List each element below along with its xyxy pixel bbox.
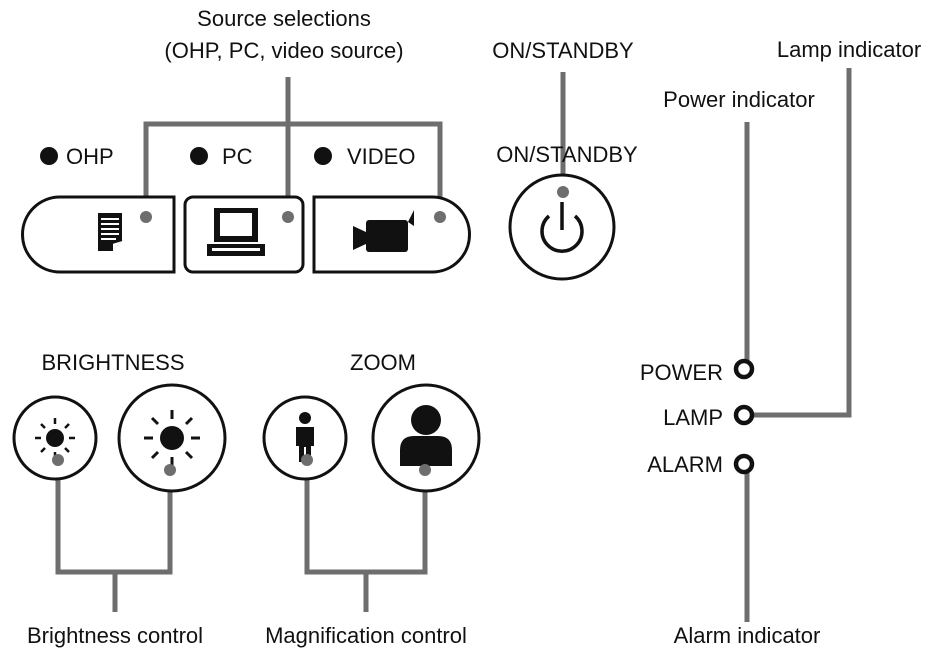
callout-power-indicator: Power indicator xyxy=(663,87,815,112)
callout-brightness-control: Brightness control xyxy=(27,623,203,648)
person-large-icon xyxy=(400,405,452,466)
ohp-status-dot xyxy=(40,147,58,165)
zoom-in-button[interactable] xyxy=(371,383,481,493)
callout-source-selections-line2: (OHP, PC, video source) xyxy=(164,38,403,63)
on-standby-button[interactable] xyxy=(508,173,616,281)
power-indicator-label: POWER xyxy=(640,360,723,385)
on-standby-leader-dot xyxy=(557,186,569,198)
on-standby-panel-label: ON/STANDBY xyxy=(496,142,638,167)
lamp-indicator-lamp xyxy=(733,404,755,426)
leader-lines xyxy=(55,68,852,622)
pc-label: PC xyxy=(222,144,253,169)
brightness-leader-dots xyxy=(52,454,176,476)
callout-labels: Source selections (OHP, PC, video source… xyxy=(27,6,921,648)
callout-on-standby: ON/STANDBY xyxy=(492,38,634,63)
zoom-out-button[interactable] xyxy=(262,395,348,481)
brightness-down-button[interactable] xyxy=(12,395,98,481)
power-icon xyxy=(540,202,584,253)
indicator-group: POWER LAMP ALARM xyxy=(640,358,755,477)
video-label: VIDEO xyxy=(347,144,415,169)
alarm-indicator-label: ALARM xyxy=(647,452,723,477)
pc-status-dot xyxy=(190,147,208,165)
alarm-indicator-lamp xyxy=(733,453,755,475)
callout-lamp-indicator: Lamp indicator xyxy=(777,37,921,62)
leader-lamp-indicator xyxy=(746,68,852,418)
lamp-indicator-label: LAMP xyxy=(663,405,723,430)
brightness-label: BRIGHTNESS xyxy=(41,350,184,375)
ohp-button[interactable] xyxy=(21,195,176,274)
zoom-group: ZOOM xyxy=(262,350,481,493)
computer-icon xyxy=(207,208,265,256)
callout-magnification-control: Magnification control xyxy=(265,623,467,648)
brightness-group: BRIGHTNESS xyxy=(12,350,227,493)
callout-source-selections-line1: Source selections xyxy=(197,6,371,31)
pc-button[interactable] xyxy=(183,195,305,274)
leader-source-bracket xyxy=(143,121,443,217)
person-small-icon xyxy=(296,412,314,462)
on-standby-group: ON/STANDBY xyxy=(496,142,638,281)
sun-large-icon xyxy=(144,410,200,466)
video-status-dot xyxy=(314,147,332,165)
ohp-label: OHP xyxy=(66,144,114,169)
callout-alarm-indicator: Alarm indicator xyxy=(674,623,821,648)
zoom-leader-dots xyxy=(301,454,431,476)
brightness-up-button[interactable] xyxy=(117,383,227,493)
document-icon xyxy=(98,213,123,251)
zoom-label: ZOOM xyxy=(350,350,416,375)
sun-small-icon xyxy=(35,418,75,458)
video-camera-icon xyxy=(353,210,414,252)
source-leader-dots xyxy=(140,211,446,223)
video-button[interactable] xyxy=(312,195,471,274)
power-indicator-lamp xyxy=(733,358,755,380)
source-selection-group: OHP PC VIDEO xyxy=(21,144,471,274)
